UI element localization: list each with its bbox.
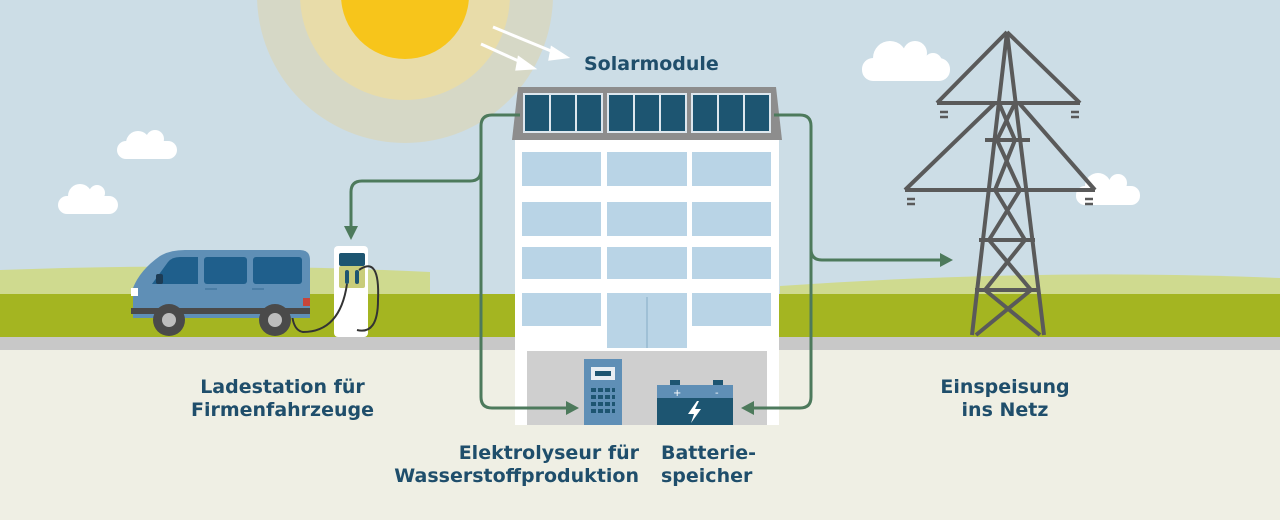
arrow-to-grid (774, 113, 942, 262)
cloud-icon (117, 130, 177, 159)
arrow-to-battery (752, 249, 813, 410)
svg-text:+: + (673, 388, 681, 399)
cloud-icon (58, 184, 118, 214)
windows (522, 152, 771, 326)
label-charging-station: Ladestation für Firmenfahrzeuge (190, 376, 374, 421)
office-building (512, 87, 782, 425)
electrolyzer-icon (584, 359, 622, 425)
sun-ray-icon (480, 25, 571, 71)
arrow-to-electrolyzer (479, 170, 568, 410)
arrow-head (940, 253, 953, 267)
label-electrolyzer: Elektrolyseur für Wasserstoffproduktion (394, 442, 639, 487)
svg-text:-: - (715, 388, 719, 399)
battery-icon: + - (657, 380, 733, 425)
charging-station-icon (290, 246, 380, 337)
arrow-head (741, 401, 754, 415)
label-grid-feed-in: Einspeisung ins Netz (940, 376, 1070, 421)
label-battery-storage: Batterie- speicher (661, 442, 757, 487)
arrow-solar-to-charging (349, 113, 520, 228)
van-icon (131, 250, 310, 336)
label-solar-modules: Solarmodule (584, 53, 719, 75)
arrow-head (344, 226, 358, 240)
entrance-door (607, 293, 687, 348)
solar-panel-icon (523, 93, 771, 133)
power-pylon-icon (903, 30, 1097, 337)
arrow-head (566, 401, 579, 415)
sun-icon (257, 0, 553, 143)
cloud-icon (862, 41, 950, 81)
